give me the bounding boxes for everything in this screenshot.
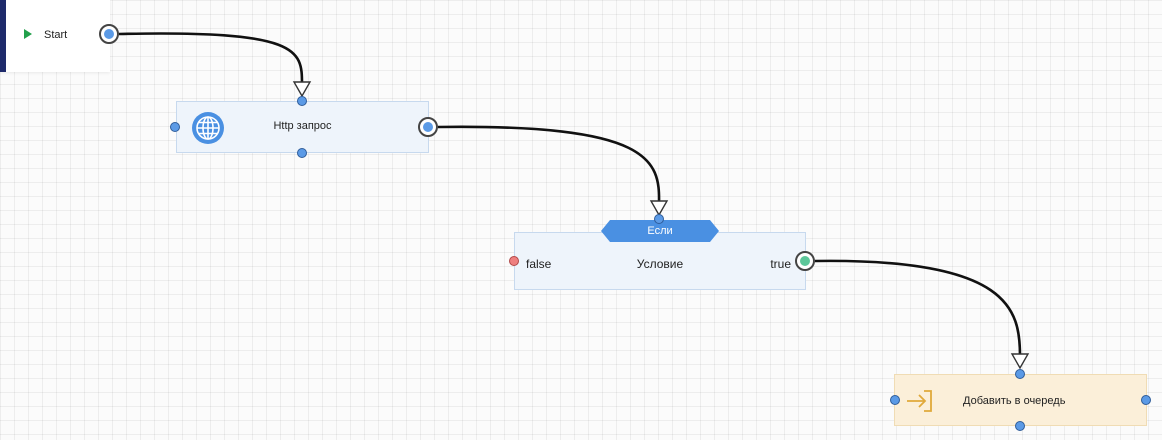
add-to-queue-label: Добавить в очередь xyxy=(963,395,1066,407)
http-request-node[interactable]: Http запрос xyxy=(176,101,429,153)
start-node[interactable]: Start xyxy=(0,0,110,72)
connection-condition-true-to-queue[interactable] xyxy=(814,259,1030,370)
http-input-port[interactable] xyxy=(297,96,307,106)
http-output-port[interactable] xyxy=(418,117,438,137)
condition-node[interactable]: false Условие true xyxy=(514,232,806,290)
http-left-port[interactable] xyxy=(170,122,180,132)
enqueue-arrow-icon xyxy=(907,390,932,412)
queue-input-port[interactable] xyxy=(1015,369,1025,379)
condition-label: Условие xyxy=(636,257,684,271)
http-bottom-port[interactable] xyxy=(297,148,307,158)
condition-input-port[interactable] xyxy=(654,214,664,224)
start-output-port[interactable] xyxy=(99,24,119,44)
condition-true-port[interactable] xyxy=(795,251,815,271)
http-request-label: Http запрос xyxy=(273,120,332,132)
connection-http-to-condition[interactable] xyxy=(437,125,669,217)
true-branch-label: true xyxy=(770,257,791,271)
condition-false-port[interactable] xyxy=(509,256,519,266)
queue-bottom-port[interactable] xyxy=(1015,421,1025,431)
start-node-label: Start xyxy=(44,29,68,41)
false-branch-label: false xyxy=(526,257,552,271)
play-icon xyxy=(24,29,32,39)
queue-right-port[interactable] xyxy=(1141,395,1151,405)
if-tag: Если xyxy=(601,220,719,242)
queue-left-port[interactable] xyxy=(890,395,900,405)
globe-icon xyxy=(192,112,224,144)
connection-start-to-http[interactable] xyxy=(118,32,312,98)
add-to-queue-node[interactable]: Добавить в очередь xyxy=(894,374,1147,426)
